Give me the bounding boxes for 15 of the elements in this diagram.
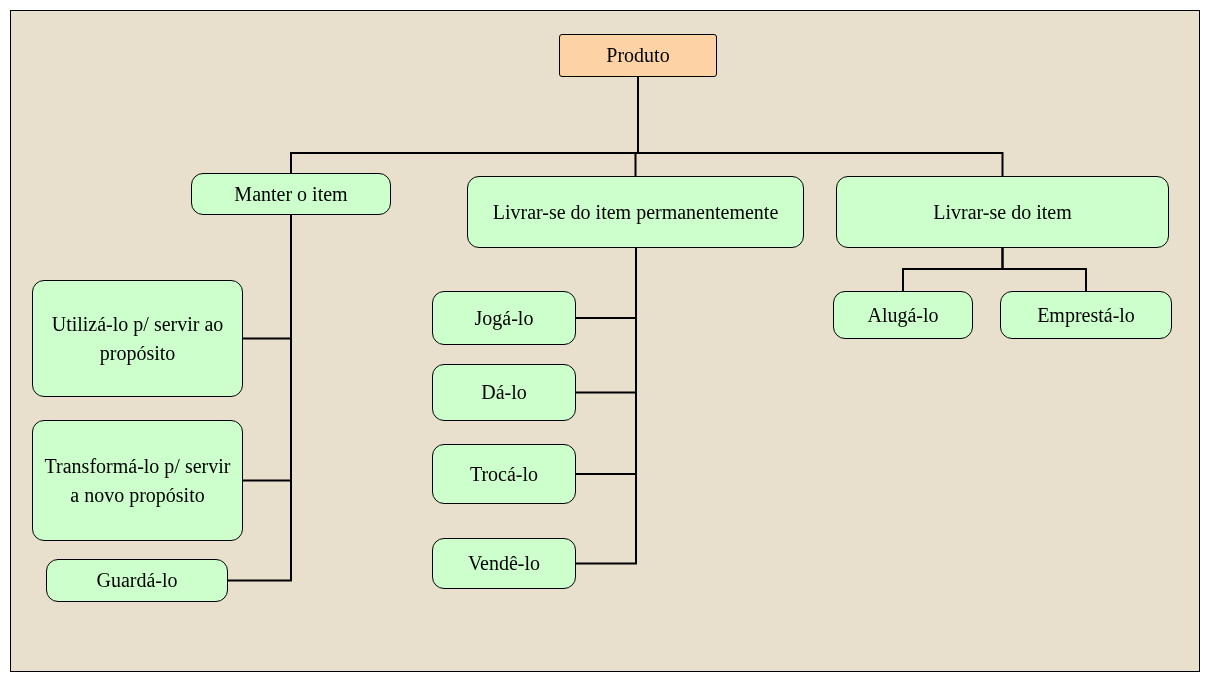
category-box: Utilizá-lo p/ servir ao propósito [32,280,243,397]
category-box: Livrar-se do item [836,176,1169,248]
category-box: Dá-lo [432,364,576,421]
category-box: Transformá-lo p/ servir a novo propósito [32,420,243,541]
connector-line [575,247,637,565]
category-box: Guardá-lo [46,559,228,602]
category-box: Vendê-lo [432,538,576,589]
connector-line [1001,247,1087,292]
category-box: Alugá-lo [833,291,973,339]
category-box: Trocá-lo [432,444,576,504]
root-box: Produto [559,34,717,77]
category-box: Manter o item [191,173,391,215]
category-box: Jogá-lo [432,291,576,345]
category-box: Livrar-se do item permanentemente [467,176,804,248]
category-box: Emprestá-lo [1000,291,1172,339]
